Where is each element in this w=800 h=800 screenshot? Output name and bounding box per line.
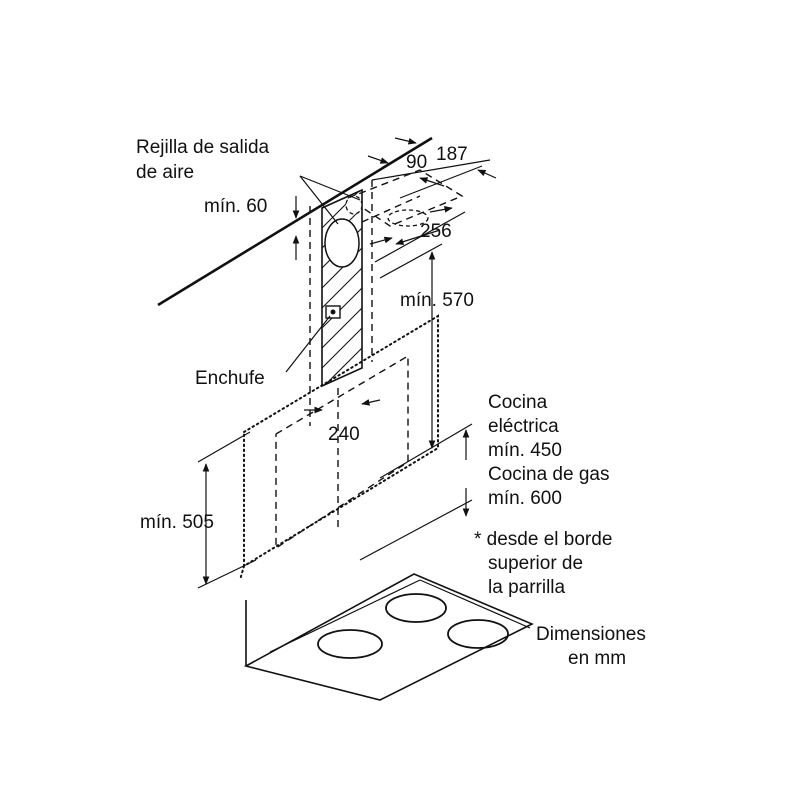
label-air-outlet-2: de aire xyxy=(136,162,194,183)
dim-90-arrow xyxy=(367,155,389,164)
cooktop-guide-bottom xyxy=(359,499,473,561)
dim-187-arrow-right xyxy=(477,169,497,179)
cooktop-guide-top xyxy=(379,423,473,479)
dim-256-arrow-a xyxy=(395,229,441,245)
label-air-outlet-1: Rejilla de salida xyxy=(136,137,270,158)
label-cooktop-1: Cocina xyxy=(488,392,548,413)
label-dim-187: 187 xyxy=(436,144,468,165)
burner-back xyxy=(385,593,447,623)
dim-505-guide-top xyxy=(197,431,251,463)
label-cooktop-2: eléctrica xyxy=(488,416,559,437)
cooktop xyxy=(243,573,534,701)
dim-187-guide-a xyxy=(371,159,491,181)
leader-air-outlet-a xyxy=(299,175,339,225)
label-min-60: mín. 60 xyxy=(204,196,267,217)
label-cooktop-3: mín. 450 xyxy=(488,440,562,461)
footnote-2: superior de xyxy=(488,553,583,574)
label-dim-240: 240 xyxy=(328,424,360,445)
hood-outline-dotted xyxy=(243,314,439,568)
burner-front-right xyxy=(447,619,509,649)
footnote-3: la parrilla xyxy=(488,577,566,598)
label-dim-256: 256 xyxy=(420,221,452,242)
socket-hole-icon xyxy=(330,309,336,315)
label-dim-90: 90 xyxy=(406,152,427,173)
label-cooktop-5: mín. 600 xyxy=(488,488,562,509)
leader-air-outlet-b xyxy=(299,175,361,201)
dim-187-guide-b xyxy=(399,165,483,199)
label-socket: Enchufe xyxy=(195,368,265,389)
label-dim-570: mín. 570 xyxy=(400,290,474,311)
label-min-505: mín. 505 xyxy=(140,512,214,533)
dim-187-arrow-left xyxy=(394,137,417,145)
footnote-1: * desde el borde xyxy=(474,529,612,550)
dim-570-guide-top xyxy=(379,243,443,279)
dim-256-guide xyxy=(374,211,466,263)
air-outlet-circle-top xyxy=(345,195,363,215)
dim-256-arrow-b xyxy=(369,236,393,245)
dim-256-arrow-c xyxy=(429,206,453,213)
bracket-oval xyxy=(387,209,429,227)
cooktop-edge-b xyxy=(419,579,531,629)
label-units-2: en mm xyxy=(568,648,626,669)
air-outlet-circle-large xyxy=(324,218,360,268)
ceiling-line xyxy=(157,136,433,307)
burner-front-left xyxy=(317,629,383,659)
label-cooktop-4: Cocina de gas xyxy=(488,464,609,485)
dim-90-arrow-b xyxy=(419,177,445,187)
leader-socket xyxy=(285,315,331,373)
cooktop-edge xyxy=(269,579,421,653)
hood-back-dotted xyxy=(239,565,245,581)
label-units-1: Dimensiones xyxy=(536,624,646,645)
hood-inner-dashed xyxy=(275,354,409,550)
dim-505-guide-bottom xyxy=(197,559,257,589)
bracket-edge xyxy=(361,195,421,223)
dim-240-arrow-b xyxy=(361,399,381,406)
bracket-outline xyxy=(347,169,464,227)
